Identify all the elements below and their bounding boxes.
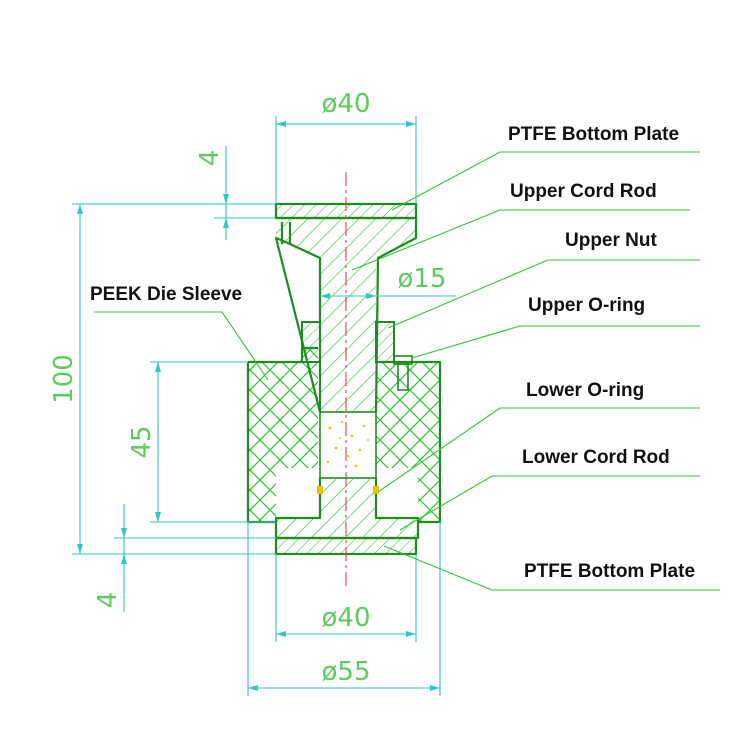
lower-cord-rod — [274, 478, 420, 540]
leader-lower-cord-rod — [399, 475, 700, 531]
leader-ptfe-bottom — [383, 545, 720, 591]
dimension-label: ø40 — [322, 603, 371, 633]
peek-die-sleeve — [246, 346, 442, 524]
label-ptfe-bottom-plate-bottom: PTFE Bottom Plate — [524, 561, 695, 582]
label-upper-o-ring: Upper O-ring — [528, 295, 645, 316]
dimension-rod-diameter: ø15 — [320, 264, 456, 299]
leader-lower-o-ring — [377, 407, 700, 493]
leader-upper-nut — [387, 259, 700, 329]
dimension-label: ø15 — [398, 264, 447, 294]
dimension-sleeve-diameter: ø55 — [247, 522, 441, 696]
powder-sample-dots — [326, 420, 369, 468]
label-lower-cord-rod: Lower Cord Rod — [522, 447, 670, 468]
dimension-plate-thickness-top: 4 — [195, 146, 276, 240]
dimension-label: 4 — [195, 150, 225, 167]
sleeve-outline-right — [380, 360, 442, 524]
label-peek-die-sleeve: PEEK Die Sleeve — [90, 284, 242, 305]
callout-labels: PTFE Bottom Plate Upper Cord Rod Upper N… — [90, 124, 695, 582]
leader-upper-cord-rod — [351, 209, 690, 271]
dimension-label: ø55 — [322, 657, 371, 687]
dimension-label: ø40 — [322, 89, 371, 119]
leader-upper-o-ring — [411, 325, 700, 359]
leader-ptfe-top — [391, 151, 700, 211]
lower-o-ring — [317, 486, 379, 494]
label-ptfe-bottom-plate-top: PTFE Bottom Plate — [508, 124, 679, 145]
dimension-cavity-height: 45 — [127, 361, 276, 523]
callout-leaders — [94, 151, 720, 591]
dimension-total-height: 100 — [49, 203, 276, 555]
sample-cavity — [319, 411, 377, 479]
dimension-bottom-diameter: ø40 — [275, 554, 417, 642]
upper-nut — [301, 321, 413, 391]
dimension-plate-thickness-bottom: 4 — [93, 504, 276, 612]
label-lower-o-ring: Lower O-ring — [526, 380, 644, 401]
dimension-label: 45 — [127, 425, 157, 458]
label-upper-cord-rod: Upper Cord Rod — [510, 181, 657, 202]
dimension-label: 4 — [93, 592, 123, 609]
dimension-label: 100 — [49, 354, 79, 404]
dimension-top-diameter: ø40 — [275, 89, 417, 204]
label-upper-nut: Upper Nut — [565, 230, 658, 251]
leader-peek-sleeve — [94, 311, 269, 381]
